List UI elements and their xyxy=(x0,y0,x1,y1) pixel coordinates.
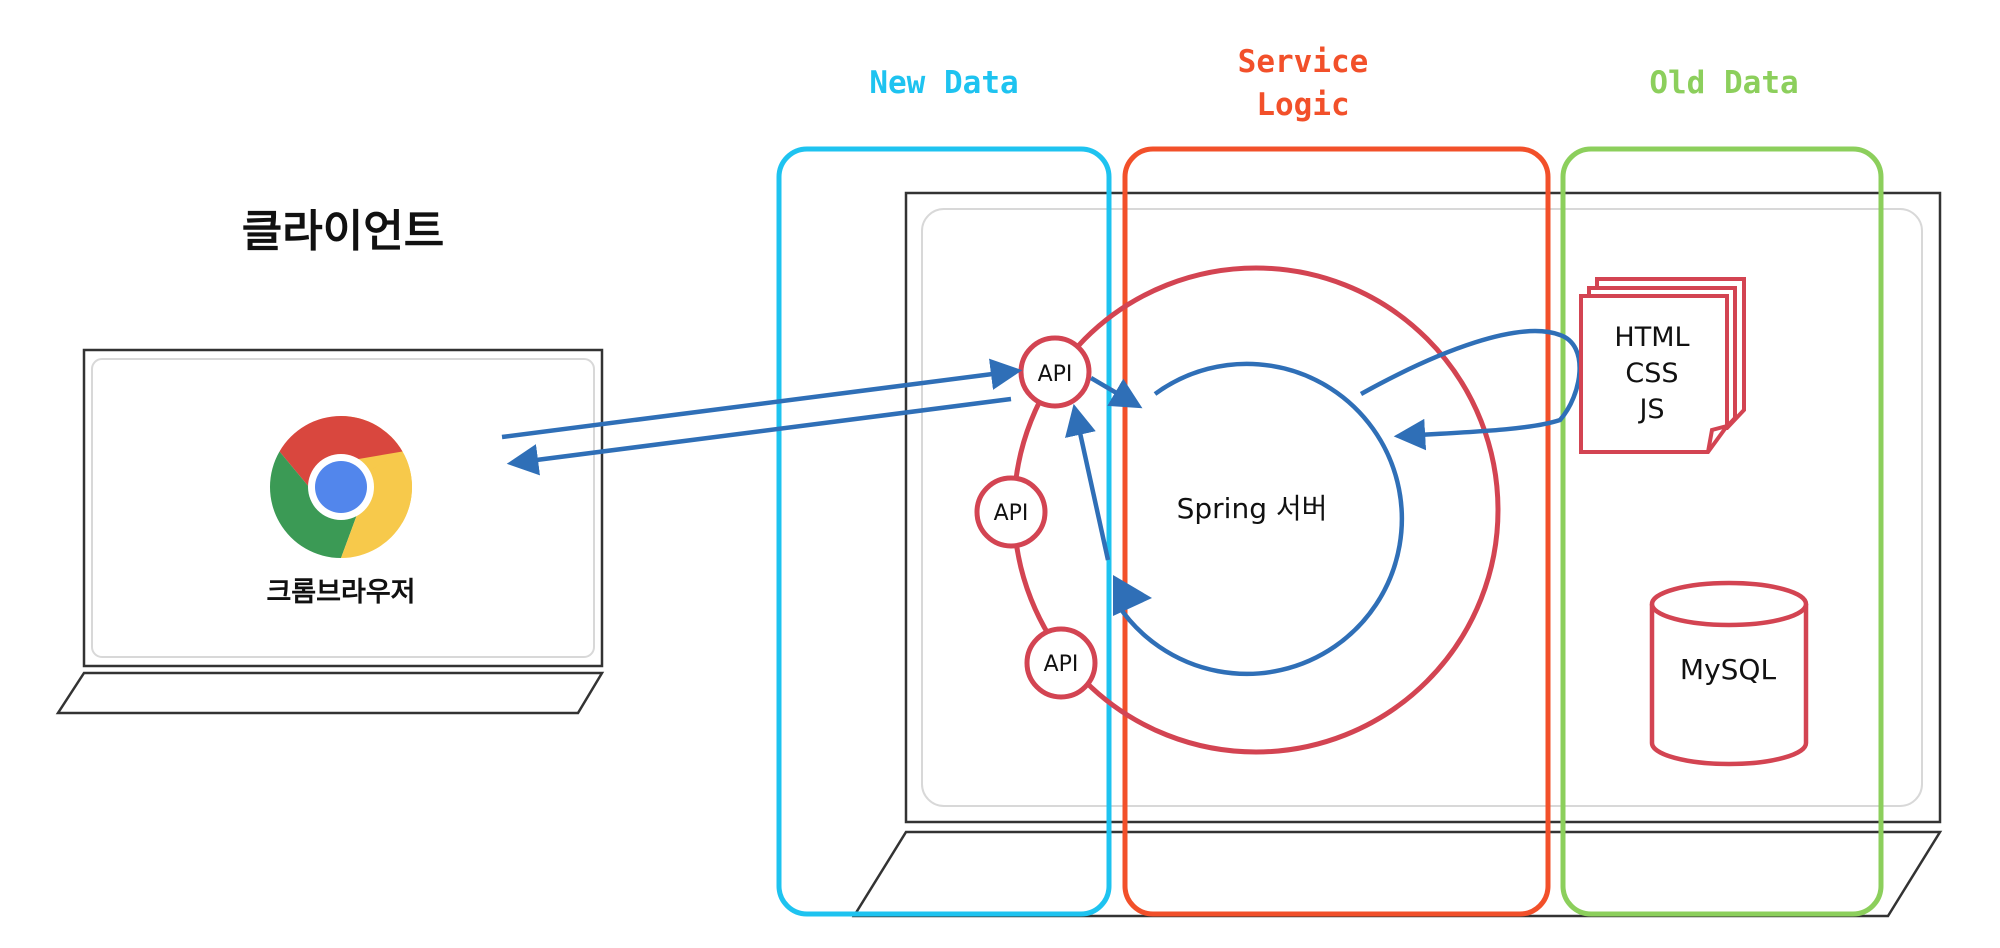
spring-server-label: Spring 서버 xyxy=(1177,492,1328,525)
service-logic-region xyxy=(1122,146,1551,917)
client-laptop xyxy=(55,348,605,715)
api-label: API xyxy=(994,501,1029,526)
service-logic-label-line1: Service xyxy=(1238,44,1369,80)
api-node: API xyxy=(1018,335,1092,409)
api-node: API xyxy=(1024,626,1098,700)
chrome-icon xyxy=(269,416,413,558)
database-cylinder-icon xyxy=(1649,580,1809,767)
client-title: 클라이언트 xyxy=(242,206,444,257)
request-loop-arrow xyxy=(1116,361,1405,677)
browser-label: 크롬브라우저 xyxy=(266,577,415,608)
old-data-region xyxy=(1560,146,1884,917)
new-data-label: New Data xyxy=(869,65,1018,101)
new-data-region xyxy=(776,146,1112,917)
static-file-js: JS xyxy=(1637,394,1664,425)
static-file-html: HTML xyxy=(1614,322,1689,353)
response-arrow xyxy=(506,396,1012,476)
database-label: MySQL xyxy=(1680,653,1777,686)
api-label: API xyxy=(1038,362,1073,387)
old-data-label: Old Data xyxy=(1649,65,1798,101)
static-file-css: CSS xyxy=(1625,358,1678,389)
request-arrow xyxy=(501,358,1023,440)
static-files-stack xyxy=(1579,277,1746,454)
loop-arrowhead-icon xyxy=(1113,575,1152,616)
service-logic-label-line2: Logic xyxy=(1256,87,1349,123)
server-laptop xyxy=(851,191,1943,918)
api-to-service-arrow xyxy=(1089,376,1143,409)
service-to-api-arrow xyxy=(1065,403,1111,561)
api-label: API xyxy=(1044,652,1079,677)
api-node: API xyxy=(974,475,1048,549)
